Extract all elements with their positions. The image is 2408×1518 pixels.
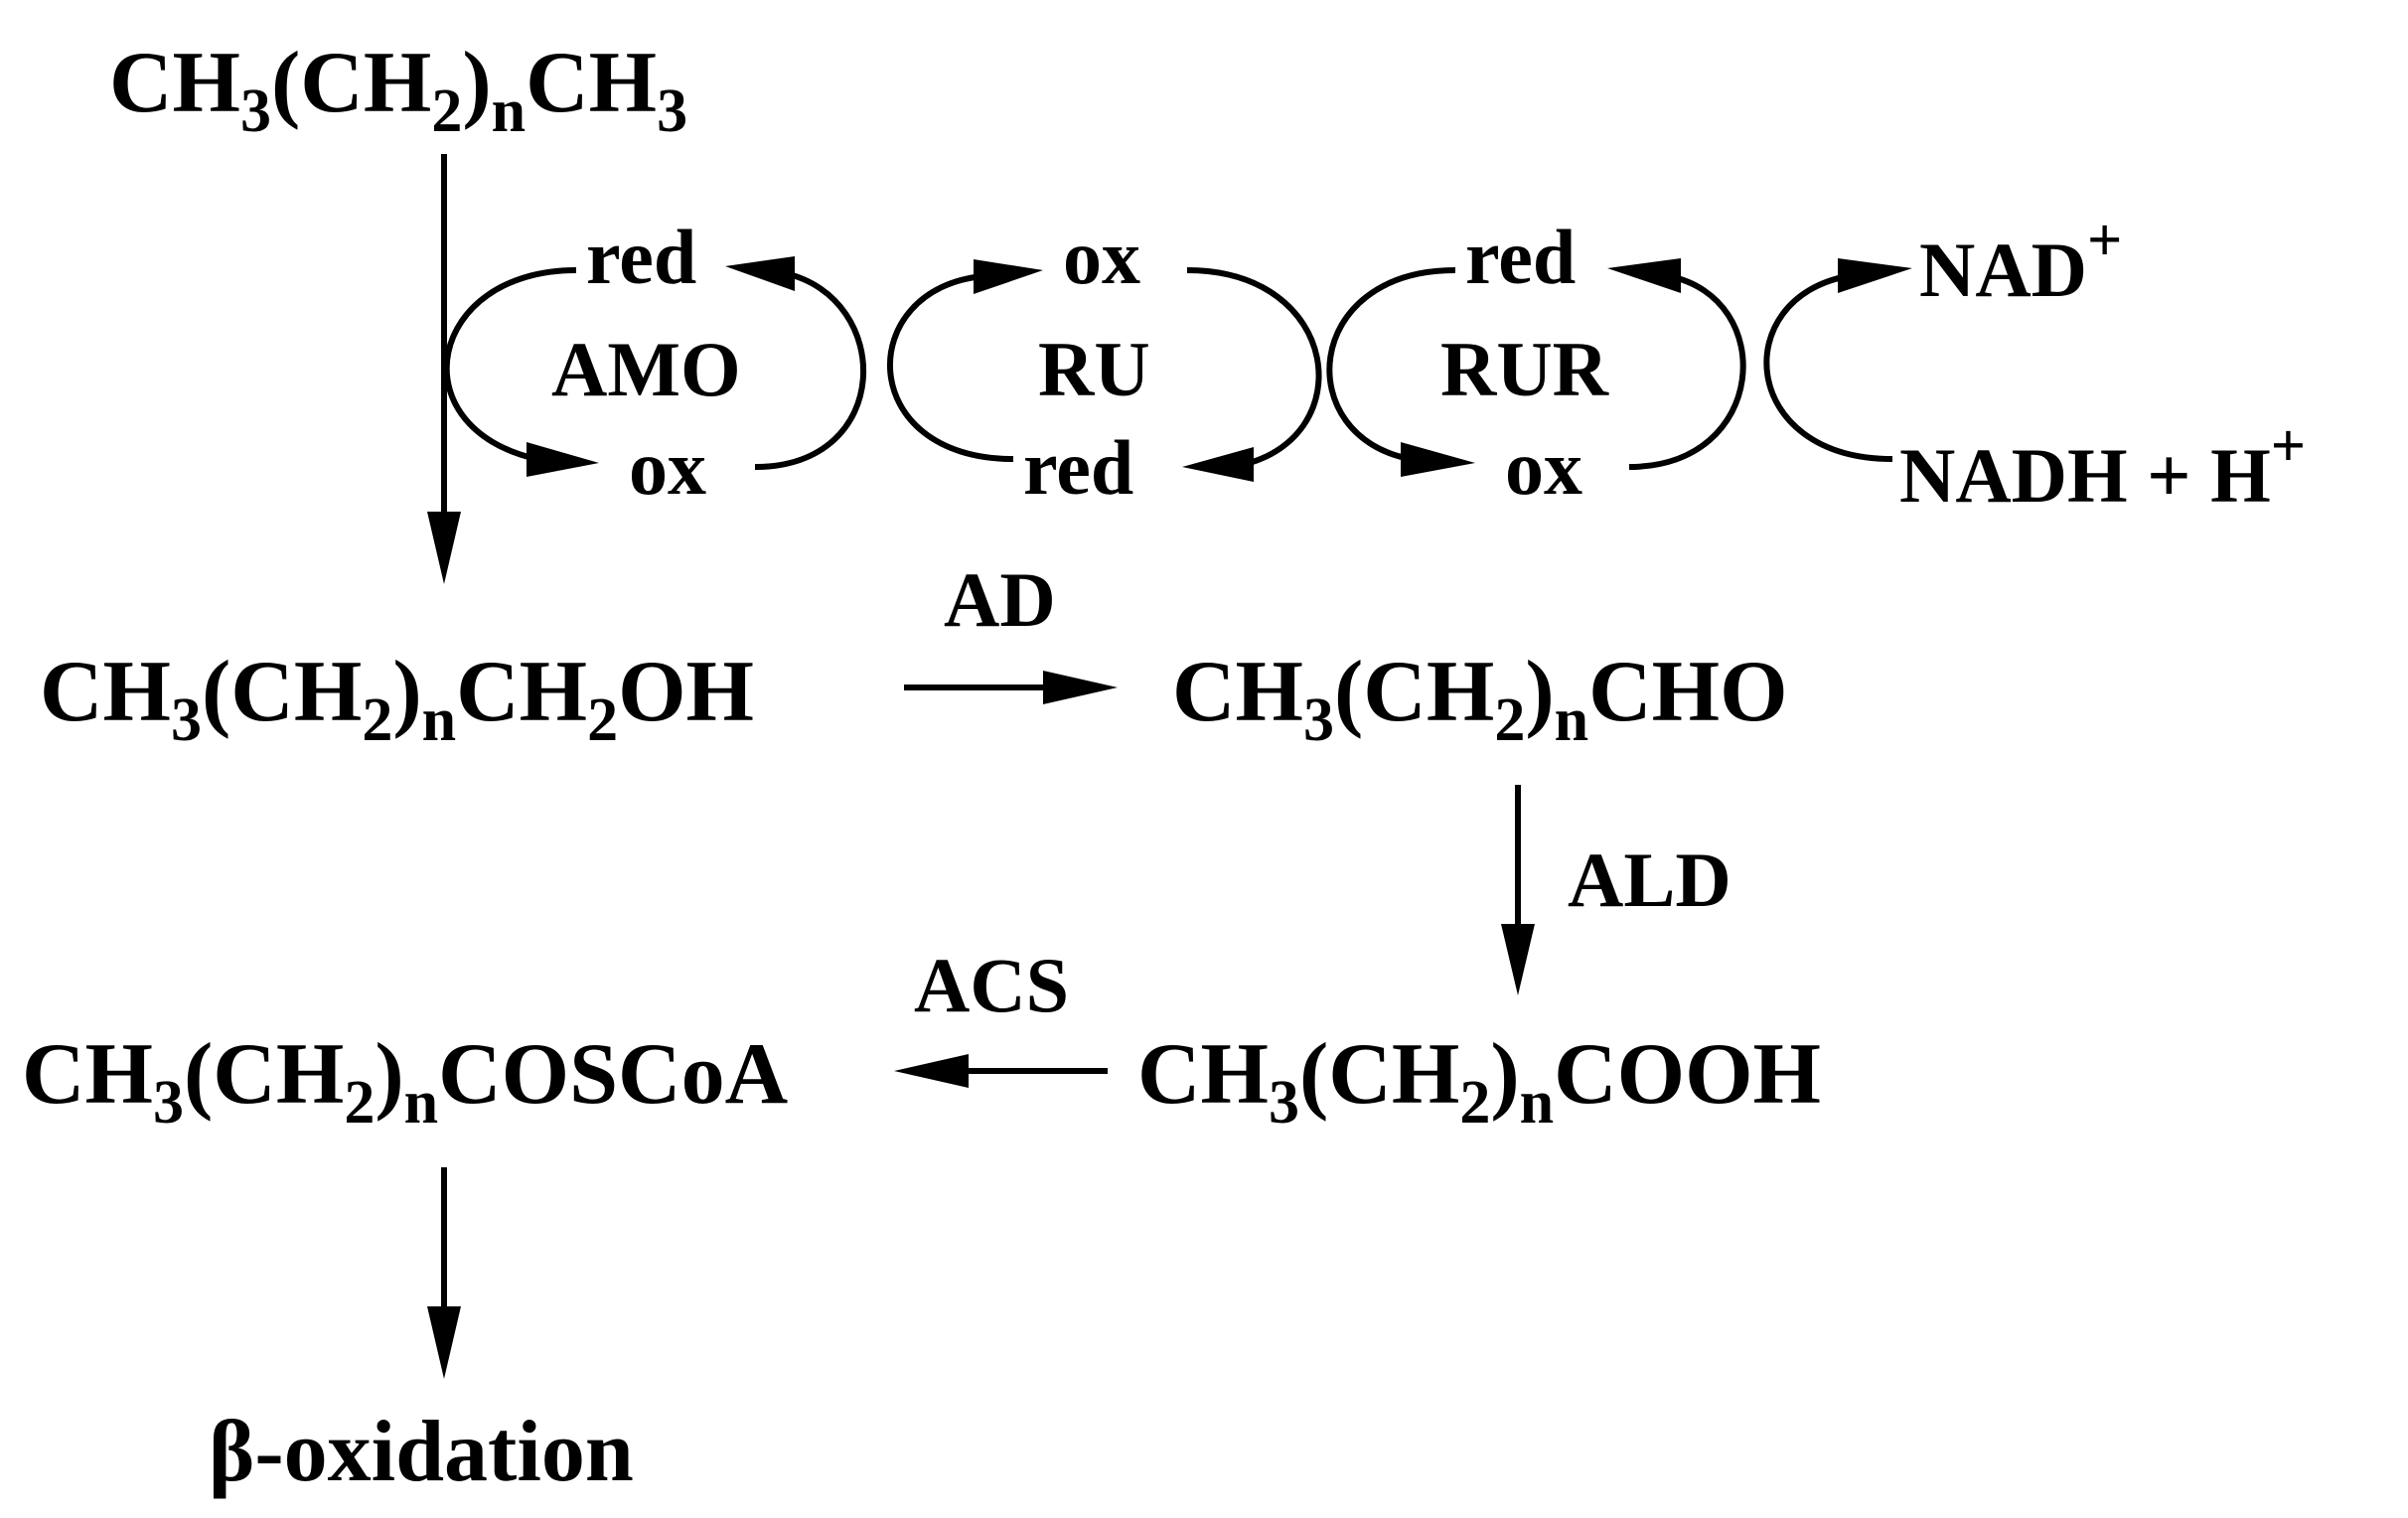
alcohol-formula: CH3(CH2)nCH2OH	[40, 644, 754, 754]
ru-cycle-left-arc	[887, 273, 1014, 462]
rur-cycle-arrowhead	[1401, 442, 1475, 477]
enzyme-amo-label: AMO	[551, 326, 741, 412]
acyl-coa-to-beta-oxidation-arrowhead	[427, 1306, 461, 1379]
amo-ru-connector-right	[754, 270, 867, 470]
nad-cycle-arrowhead	[1838, 258, 1912, 293]
ru-ox-label: ox	[1063, 214, 1140, 300]
acid-to-acyl-coa-arrowhead	[894, 1054, 969, 1088]
nad-cycle-arc	[1763, 273, 1893, 462]
enzyme-ad-label: AD	[944, 556, 1056, 643]
amo-ox-label: ox	[629, 424, 706, 511]
enzyme-ald-label: ALD	[1568, 836, 1731, 923]
enzyme-rur-label: RUR	[1440, 326, 1610, 412]
ru-cycle-arrowhead	[974, 259, 1043, 294]
nadh-label: NADH + H+	[1899, 412, 2306, 519]
enzyme-ru-label: RU	[1038, 326, 1150, 412]
amo-ru-connector-arrowhead	[725, 256, 795, 291]
beta-oxidation-label: β-oxidation	[209, 1404, 634, 1500]
amo-cycle-arrowhead	[527, 442, 599, 477]
amo-red-label: red	[586, 214, 696, 300]
amo-cycle-arc	[443, 267, 577, 462]
aldehyde-formula: CH3(CH2)nCHO	[1172, 644, 1788, 754]
rur-ox-label: ox	[1505, 424, 1582, 511]
rur-cycle-left-arc	[1326, 267, 1456, 462]
alcohol-to-aldehyde-arrowhead	[1043, 671, 1118, 704]
nad-plus-label: NAD+	[1919, 207, 2122, 313]
rur-nad-connector-right	[1628, 273, 1746, 470]
ru-rur-connector-right	[1186, 267, 1322, 468]
ru-rur-connector-arrowhead	[1182, 447, 1254, 482]
alkane-to-alcohol-arrowhead	[427, 512, 461, 584]
rur-red-label: red	[1465, 214, 1576, 300]
fatty-acid-formula: CH3(CH2)nCOOH	[1137, 1026, 1821, 1137]
rur-nad-connector-arrowhead	[1607, 258, 1681, 293]
enzyme-acs-label: ACS	[914, 942, 1069, 1028]
aldehyde-to-acid-arrowhead	[1501, 924, 1535, 995]
alkane-formula: CH3(CH2)nCH3	[109, 35, 687, 145]
ru-red-label: red	[1023, 424, 1133, 511]
acyl-coa-formula: CH3(CH2)nCOSCoA	[22, 1026, 788, 1137]
